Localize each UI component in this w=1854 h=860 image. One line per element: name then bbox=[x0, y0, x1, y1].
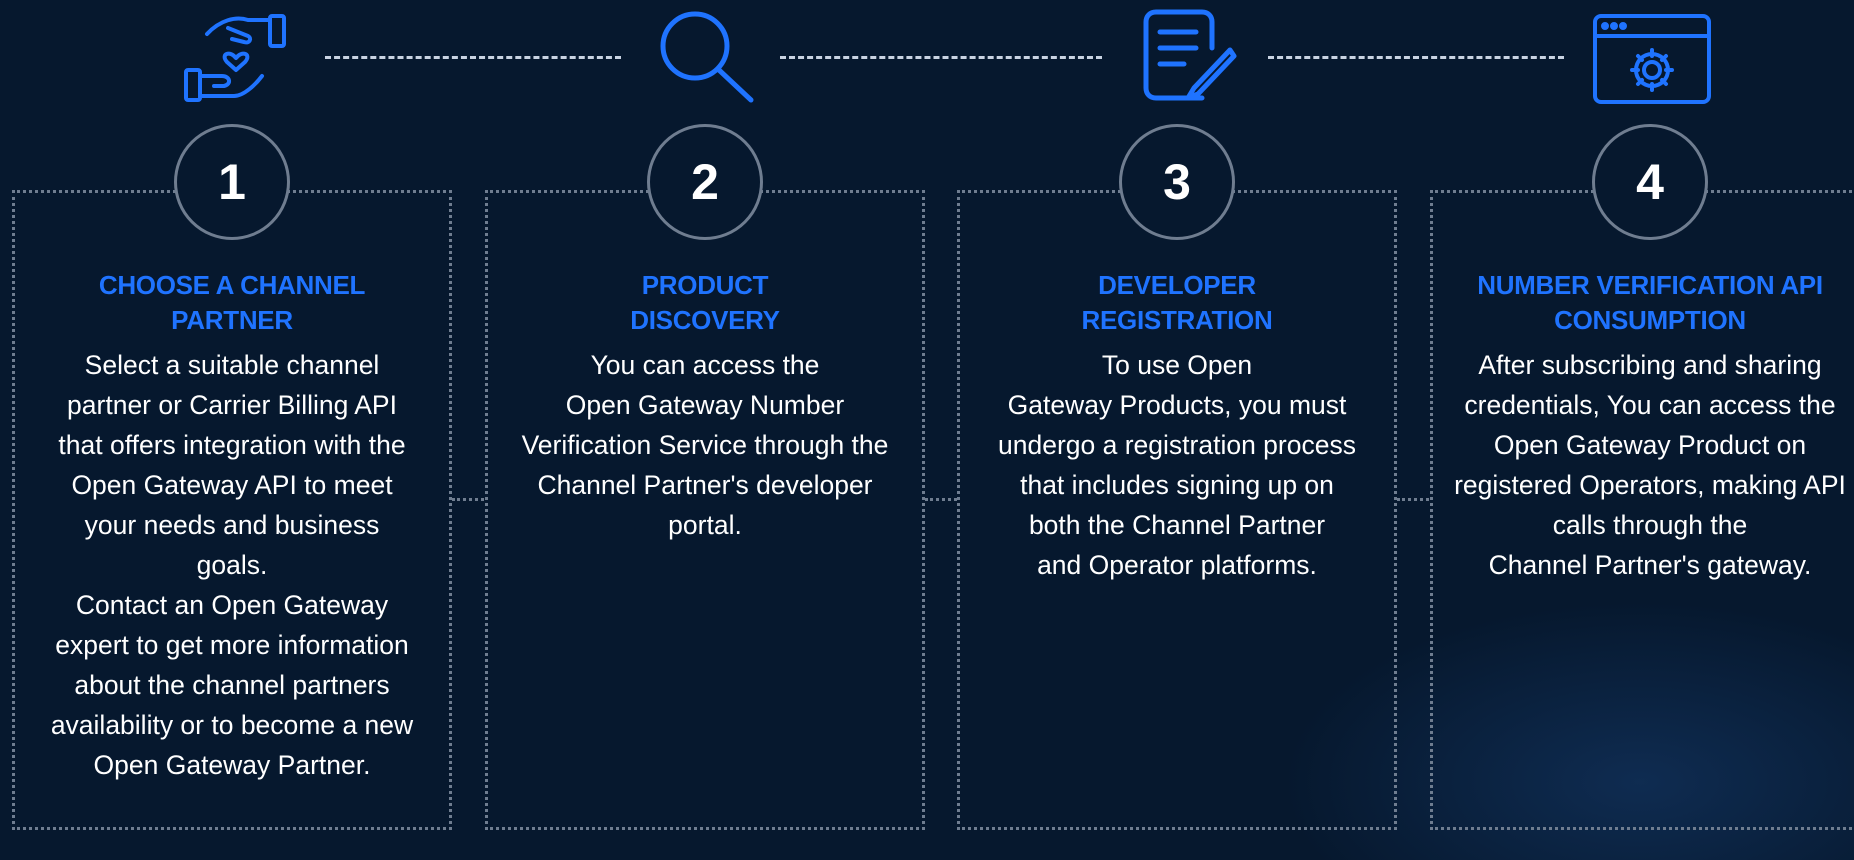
step-title-2: PRODUCT DISCOVERY bbox=[630, 270, 780, 335]
box-connector-2 bbox=[925, 498, 957, 501]
step-body-4: After subscribing and sharing credential… bbox=[1454, 350, 1846, 580]
box-connector-1 bbox=[452, 498, 484, 501]
step-title-1: CHOOSE A CHANNEL PARTNER bbox=[98, 270, 366, 335]
document-edit-icon bbox=[1143, 9, 1237, 101]
step-number-2: 2 bbox=[647, 124, 763, 240]
icon-connector-2 bbox=[780, 56, 1102, 59]
icon-connector-3 bbox=[1268, 56, 1564, 59]
step-body-3: To use Open Gateway Products, you must u… bbox=[998, 350, 1356, 580]
step-title-4: NUMBER VERIFICATION API CONSUMPTION bbox=[1477, 270, 1823, 335]
step-body-2: You can access the Open Gateway Number V… bbox=[521, 350, 889, 540]
step-number-4: 4 bbox=[1592, 124, 1708, 240]
step-number-3: 3 bbox=[1119, 124, 1235, 240]
search-icon bbox=[660, 11, 754, 103]
icon-connector-1 bbox=[325, 56, 621, 59]
browser-gear-icon bbox=[1593, 14, 1711, 104]
step-number-1: 1 bbox=[174, 124, 290, 240]
box-connector-3 bbox=[1397, 498, 1429, 501]
step-body-1: Select a suitable channel partner or Car… bbox=[50, 350, 414, 780]
step-title-3: DEVELOPER REGISTRATION bbox=[1081, 270, 1273, 335]
hands-heart-icon bbox=[184, 14, 286, 102]
